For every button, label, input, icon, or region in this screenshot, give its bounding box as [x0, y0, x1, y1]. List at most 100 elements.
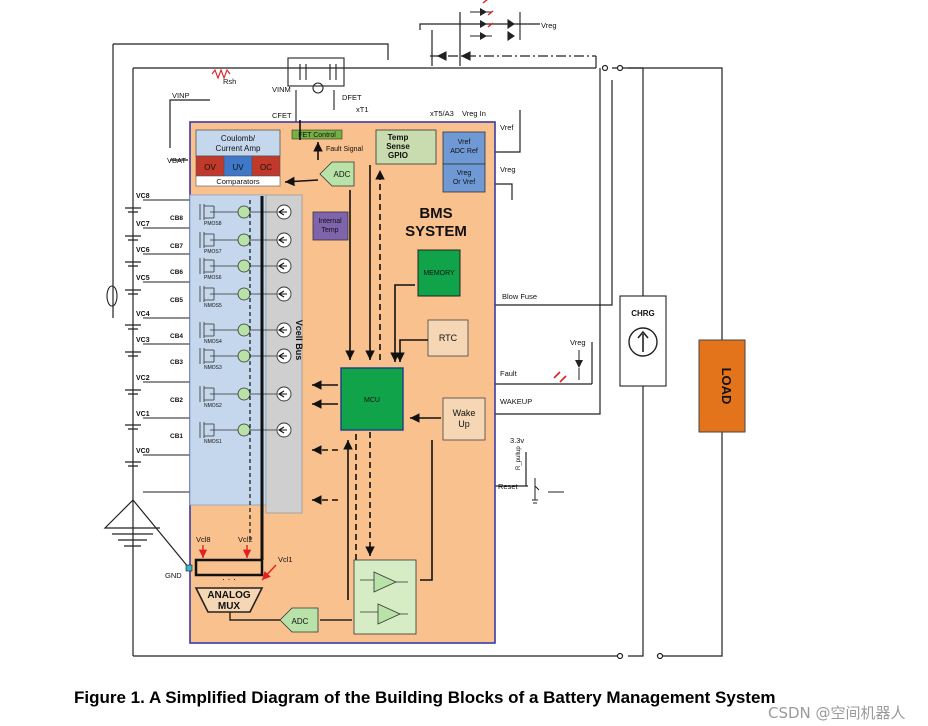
rtc-block — [427, 319, 469, 357]
up-arrow-icon — [637, 330, 649, 352]
memory-block — [417, 249, 461, 297]
cell-balance-label: CB3 — [170, 359, 183, 366]
cell-vc-label: VC6 — [136, 247, 150, 254]
balance-fet-icon — [199, 322, 215, 338]
balance-fet-label: NMOS3 — [204, 365, 222, 371]
sense-node-icon — [237, 423, 251, 437]
sense-node-icon — [237, 287, 251, 301]
ov-label: OV — [204, 163, 216, 172]
cell-vc-label: VC3 — [136, 337, 150, 344]
balance-fet-label: NMOS4 — [204, 339, 222, 345]
svg-text:VINM: VINM — [272, 85, 291, 94]
balance-fet-label: PMOS8 — [204, 221, 222, 227]
bus-node-arrow-icon — [277, 326, 287, 334]
svg-text:GND: GND — [165, 571, 182, 580]
svg-text:CFET: CFET — [272, 111, 292, 120]
balance-fet-label: NMOS1 — [204, 439, 222, 445]
gnd-node — [185, 564, 193, 572]
coulomb-block: Coulomb/Current Amp OV UV OC Comparators — [195, 129, 281, 187]
balance-fet-icon — [199, 386, 215, 402]
svg-text:WAKEUP: WAKEUP — [500, 397, 532, 406]
comparators-label: Comparators — [216, 177, 260, 186]
balance-fet-icon — [199, 286, 215, 302]
thermistor-icon — [106, 285, 118, 307]
balance-fet-icon — [199, 348, 215, 364]
bus-node-arrow-icon — [277, 290, 287, 298]
sense-node-icon — [237, 233, 251, 247]
adc-bottom-block: ADC — [279, 607, 352, 633]
cell-balance-label: CB4 — [170, 333, 183, 340]
bus-node-arrow-icon — [277, 426, 287, 434]
cell-balance-label: CB2 — [170, 397, 183, 404]
svg-text:Coulomb/Current Amp: Coulomb/Current Amp — [216, 134, 261, 153]
indicator-leds — [470, 0, 521, 42]
reset-switch-icon — [532, 478, 564, 504]
fault-signal-label: Fault Signal — [326, 146, 363, 153]
load-label: LOAD — [719, 368, 734, 405]
charger-label: CHRG — [631, 309, 655, 318]
svg-text:Vreg In: Vreg In — [462, 109, 486, 118]
cell-balance-label: CB7 — [170, 243, 183, 250]
svg-text:R_pullup: R_pullup — [516, 446, 522, 470]
rtc-label: RTC — [439, 333, 458, 343]
cell-vc-label: VC1 — [136, 411, 150, 418]
cell-nodes — [210, 204, 292, 438]
internal-arrows — [284, 120, 441, 600]
svg-text:Vcl8: Vcl8 — [196, 535, 211, 544]
svg-text:Vreg: Vreg — [541, 21, 557, 30]
temp-sense-block — [375, 129, 437, 165]
svg-text:Blow Fuse: Blow Fuse — [502, 292, 537, 301]
load-block — [698, 339, 746, 433]
sense-node-icon — [237, 259, 251, 273]
bus-node-arrow-icon — [277, 390, 287, 398]
svg-text:Vreg: Vreg — [500, 165, 516, 174]
fet-control-label: FET Control — [298, 132, 336, 139]
svg-text:xT1: xT1 — [356, 105, 369, 114]
shunt-and-fets — [211, 57, 345, 122]
cell-vc-label: VC7 — [136, 221, 150, 228]
sense-node-icon — [237, 387, 251, 401]
memory-label: MEMORY — [423, 270, 455, 277]
cell-balance-label: CB5 — [170, 297, 183, 304]
sense-node-icon — [237, 323, 251, 337]
uv-label: UV — [232, 163, 244, 172]
balance-fet-label: PMOS7 — [204, 249, 222, 255]
oc-label: OC — [260, 163, 272, 172]
fet-control-block — [291, 129, 343, 140]
bus-node-arrow-icon — [277, 352, 287, 360]
mcu-label: MCU — [364, 397, 380, 404]
balance-fet-label: NMOS5 — [204, 303, 222, 309]
svg-text:Reset: Reset — [498, 482, 519, 491]
cell-vc-label: VC0 — [136, 448, 150, 455]
cell-vc-label: VC8 — [136, 193, 150, 200]
balance-fet-label: PMOS6 — [204, 275, 222, 281]
svg-text:Vref: Vref — [500, 123, 514, 132]
balance-fet-icon — [199, 204, 215, 220]
svg-text:ADC: ADC — [292, 617, 309, 626]
sense-node-icon — [237, 349, 251, 363]
cell-sense-panel — [189, 194, 267, 506]
comparator-array — [353, 559, 417, 635]
cell-vc-label: VC5 — [136, 275, 150, 282]
bus-node-arrow-icon — [277, 208, 287, 216]
svg-text:Vcl2: Vcl2 — [238, 535, 253, 544]
mcu-block — [340, 367, 404, 431]
cell-balance-label: CB1 — [170, 433, 183, 440]
svg-text:3.3v: 3.3v — [510, 436, 524, 445]
wake-up-block — [442, 397, 486, 441]
bus-node-arrow-icon — [277, 236, 287, 244]
ground-symbol — [103, 499, 190, 569]
internal-temp-block — [312, 211, 349, 241]
battery-cells — [125, 207, 141, 467]
vcell-bus-label: Vcell Bus — [294, 320, 304, 361]
cell-vc-label: VC2 — [136, 375, 150, 382]
svg-text:Vreg: Vreg — [570, 338, 586, 347]
svg-text:Rsh: Rsh — [223, 77, 236, 86]
watermark: CSDN @空间机器人 — [768, 704, 906, 722]
balance-fet-label: NMOS2 — [204, 403, 222, 409]
